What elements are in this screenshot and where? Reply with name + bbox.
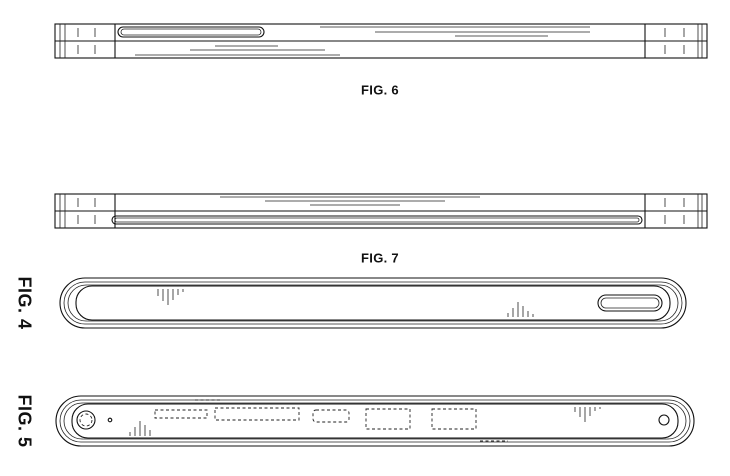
fig6-device-side-view [54,23,708,59]
fig5-device-edge-view [55,395,695,447]
fig7-device-side-view [54,193,708,229]
fig6-label: FIG. 6 [361,82,399,98]
fig7-label: FIG. 7 [361,250,399,266]
fig5-label: FIG. 5 [14,394,35,448]
fig4-device-edge-view [59,277,687,329]
fig4-label: FIG. 4 [14,276,35,330]
